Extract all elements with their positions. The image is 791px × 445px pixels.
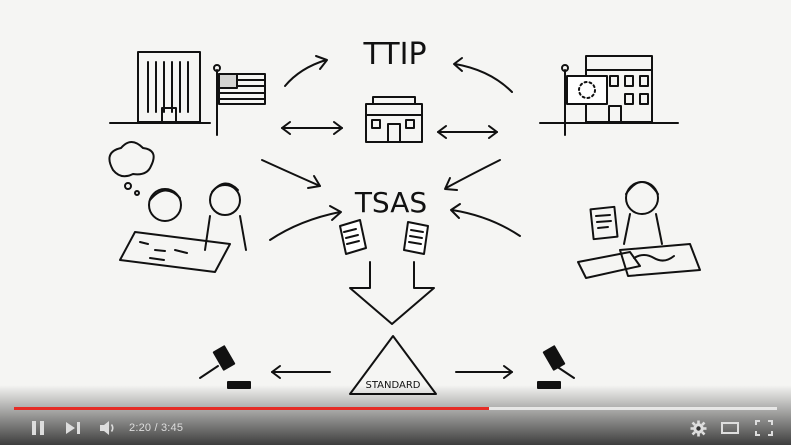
tsas-label: TSAS xyxy=(354,186,427,219)
gavel-icon-left xyxy=(199,345,251,389)
time-display: 2:20 / 3:45 xyxy=(129,422,184,434)
eu-building-icon xyxy=(539,55,679,124)
researcher-illustration xyxy=(577,181,701,279)
gear-icon[interactable] xyxy=(687,418,709,438)
theater-mode-icon[interactable] xyxy=(719,418,741,438)
fullscreen-icon[interactable] xyxy=(752,418,776,438)
eu-flag-icon xyxy=(561,64,608,136)
progress-bar[interactable] xyxy=(14,407,777,410)
pause-icon[interactable] xyxy=(26,418,50,438)
gavel-icon-right xyxy=(537,345,575,389)
documents-icon-right xyxy=(403,221,429,255)
progress-played xyxy=(14,407,489,410)
scientists-illustration xyxy=(108,141,247,273)
ttip-label: TTIP xyxy=(362,37,426,72)
us-flag-icon xyxy=(213,64,266,136)
volume-icon[interactable] xyxy=(97,418,119,438)
negotiation-building-icon xyxy=(365,96,423,143)
controls-gradient xyxy=(0,385,791,445)
down-arrow-icon xyxy=(349,261,435,325)
next-icon[interactable] xyxy=(63,418,85,438)
documents-icon-left xyxy=(339,219,367,255)
us-building-icon xyxy=(109,51,211,124)
